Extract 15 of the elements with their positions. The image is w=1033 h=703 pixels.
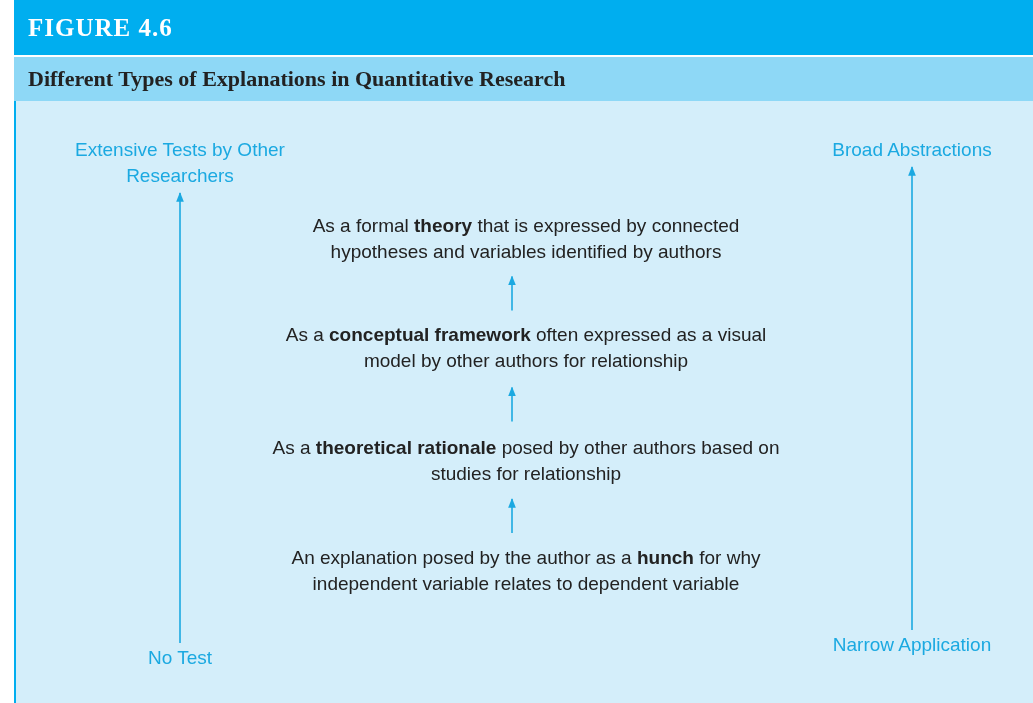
arrow <box>508 498 516 534</box>
scale-label: Broad Abstractions <box>812 137 1012 163</box>
explanation-text: As a formal theory that is expressed by connected hypotheses and variables identified by authors <box>266 213 786 265</box>
arrow <box>508 275 516 312</box>
figure-title: Different Types of Explanations in Quantitative Research <box>28 66 566 92</box>
scale-label: Narrow Application <box>812 632 1012 658</box>
arrow <box>176 192 184 644</box>
arrow <box>908 166 916 631</box>
explanation-text: An explanation posed by the author as a hunch for why independent variable relates to dependent variable <box>266 545 786 597</box>
scale-label: Extensive Tests by Other Researchers <box>60 137 300 189</box>
arrow <box>508 386 516 423</box>
explanation-text: As a conceptual framework often expressed as a visual model by other authors for relationship <box>266 322 786 374</box>
explanation-text: As a theoretical rationale posed by other authors based on studies for relationship <box>266 435 786 487</box>
scale-label: No Test <box>80 645 280 671</box>
figure-number: FIGURE 4.6 <box>28 14 173 42</box>
